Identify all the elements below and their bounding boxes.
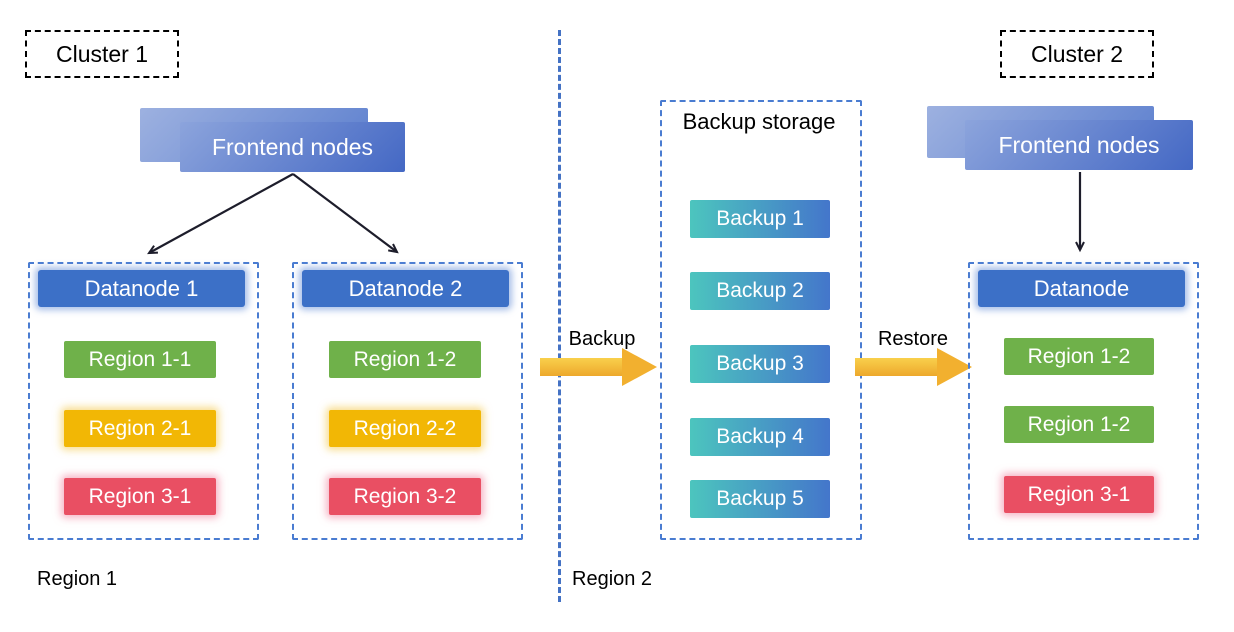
backup-flow-label: Backup [568, 328, 636, 350]
cluster2-datanode-header: Datanode [978, 270, 1185, 307]
restore-arrow-head [937, 348, 972, 386]
region-box: Region 1-1 [64, 341, 216, 378]
region-box: Region 3-1 [64, 478, 216, 515]
restore-flow-label: Restore [877, 328, 949, 350]
datanode2-container [292, 262, 523, 540]
region-box: Region 3-1 [1004, 476, 1154, 513]
cluster1-label: Cluster 1 [25, 30, 179, 78]
cluster2-label: Cluster 2 [1000, 30, 1154, 78]
region-box: Region 2-2 [329, 410, 481, 447]
backup-item: Backup 3 [690, 345, 830, 383]
region1-zone-label: Region 1 [37, 568, 118, 590]
region-box: Region 1-2 [1004, 338, 1154, 375]
backup-item: Backup 5 [690, 480, 830, 518]
region-box: Region 1-2 [329, 341, 481, 378]
backup-arrow-body [540, 358, 624, 376]
arrow-frontend-to-datanode2 [292, 173, 399, 254]
region-box: Region 2-1 [64, 410, 216, 447]
backup-arrow-head [622, 348, 657, 386]
arrow-frontend-to-datanode1 [147, 173, 294, 255]
backup-item: Backup 1 [690, 200, 830, 238]
datanode2-header: Datanode 2 [302, 270, 509, 307]
cluster1-frontend-nodes: Frontend nodes [180, 122, 405, 172]
backup-storage-title: Backup storage [682, 109, 836, 134]
backup-storage-container [660, 100, 862, 540]
restore-arrow-body [855, 358, 939, 376]
region-box: Region 1-2 [1004, 406, 1154, 443]
region-box: Region 3-2 [329, 478, 481, 515]
datanode1-header: Datanode 1 [38, 270, 245, 307]
cluster2-frontend-nodes: Frontend nodes [965, 120, 1193, 170]
backup-item: Backup 4 [690, 418, 830, 456]
backup-arrow [540, 347, 658, 387]
backup-item: Backup 2 [690, 272, 830, 310]
region-divider-line [558, 30, 561, 602]
region2-zone-label: Region 2 [572, 568, 653, 590]
cluster2-datanode-container [968, 262, 1199, 540]
datanode1-container [28, 262, 259, 540]
restore-arrow [855, 347, 973, 387]
